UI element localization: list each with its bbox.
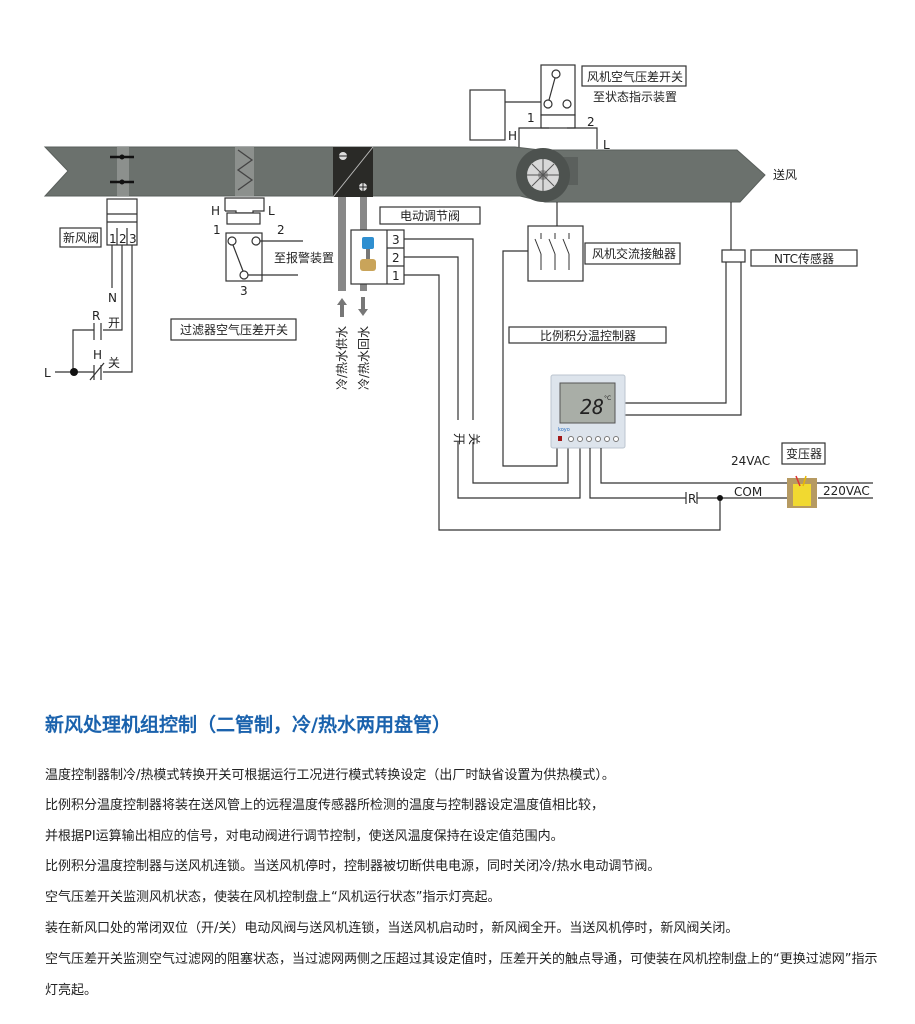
switch-open-label: 开: [452, 433, 466, 445]
fan-icon: [516, 148, 578, 202]
r-label: R: [92, 309, 100, 323]
fan-switch-label: 风机空气压差开关: [587, 69, 683, 84]
paragraph: 空气压差开关监测风机状态，使装在风机控制盘上“风机运行状态”指示灯亮起。: [45, 890, 501, 905]
controller-unit: °C: [604, 395, 611, 402]
h-label: H: [93, 348, 102, 362]
fan-switch-h: H: [508, 129, 517, 143]
valve-t2: 2: [392, 251, 400, 265]
switch-close-label: 关: [467, 433, 481, 445]
paragraph: 温度控制器制冷/热模式转换开关可根据运行工况进行模式转换设定（出厂时缺省设置为供…: [45, 768, 615, 783]
filter-l-label: L: [268, 204, 275, 218]
status-indicator-label: 至状态指示装置: [593, 89, 677, 104]
arrow-up-icon: [337, 298, 347, 317]
fresh-air-damper-label: 新风阀: [63, 230, 99, 245]
filter-t1: 1: [213, 223, 221, 237]
damper-icon: [110, 147, 134, 196]
fan-switch-t1: 1: [527, 111, 535, 125]
ntc-sensor: [721, 249, 746, 263]
controller-brand: koyo: [558, 427, 570, 433]
supply-water-label: 冷/热水供水: [335, 326, 349, 390]
open-label: 开: [108, 316, 120, 330]
valve-label: 电动调节阀: [400, 209, 460, 223]
fan-switch-t2: 2: [587, 115, 595, 129]
controller-label: 比例积分温控制器: [540, 329, 636, 343]
com-label: COM: [734, 485, 762, 499]
filter-t3: 3: [240, 284, 248, 298]
return-water-label: 冷/热水回水: [357, 326, 371, 390]
r-resistor-label: R: [688, 492, 696, 506]
close-label: 关: [108, 356, 120, 370]
filter-t2: 2: [277, 223, 285, 237]
paragraph: 空气压差开关监测空气过滤网的阻塞状态，当过滤网两侧之压超过其设定值时，压差开关的…: [45, 952, 878, 998]
terminal-2: 2: [119, 232, 127, 246]
air-duct: [43, 146, 766, 203]
paragraph: 并根据PI运算输出相应的信号，对电动阀进行调节控制，使送风温度保持在设定值范围内…: [45, 829, 564, 844]
control-diagram: 送风 1 2 3 新风阀 N R 开 H 关 L H L 1 2 3 至报警装置…: [43, 64, 873, 531]
alarm-label: 至报警装置: [274, 250, 334, 265]
coil-icon: [332, 146, 374, 198]
contactor-label: 风机交流接触器: [592, 246, 676, 261]
paragraph: 比例积分温度控制器将装在送风管上的远程温度传感器所检测的温度与控制器设定温度值相…: [45, 798, 605, 813]
l-label: L: [44, 366, 51, 380]
supply-air-label: 送风: [773, 167, 797, 182]
24vac-label: 24VAC: [731, 454, 770, 468]
electric-valve: [350, 229, 405, 285]
thermostat-controller: 28 °C koyo: [550, 374, 626, 449]
220vac-label: 220VAC: [823, 484, 870, 498]
filter-icon: [235, 147, 254, 196]
valve-t1: 1: [392, 269, 400, 283]
arrow-down-icon: [358, 297, 368, 316]
n-label: N: [108, 291, 117, 305]
contactor-icon: [534, 233, 570, 270]
section-title: 新风处理机组控制（二管制，冷/热水两用盘管）: [45, 714, 451, 736]
paragraph: 装在新风口处的常闭双位（开/关）电动风阀与送风机连锁，当送风机启动时，新风阀全开…: [45, 921, 739, 936]
terminal-1: 1: [109, 232, 117, 246]
valve-icon: [360, 237, 376, 271]
valve-t3: 3: [392, 233, 400, 247]
filter-h-label: H: [211, 204, 220, 218]
controller-display: 28: [580, 395, 604, 419]
transformer-label: 变压器: [786, 446, 822, 461]
filter-switch-label: 过滤器空气压差开关: [180, 322, 288, 337]
terminal-3: 3: [129, 232, 137, 246]
transformer-icon: [787, 475, 817, 508]
fan-switch-l: L: [603, 138, 610, 152]
paragraph: 比例积分温度控制器与送风机连锁。当送风机停时，控制器被切断供电电源，同时关闭冷/…: [45, 859, 661, 874]
ntc-label: NTC传感器: [774, 251, 834, 266]
